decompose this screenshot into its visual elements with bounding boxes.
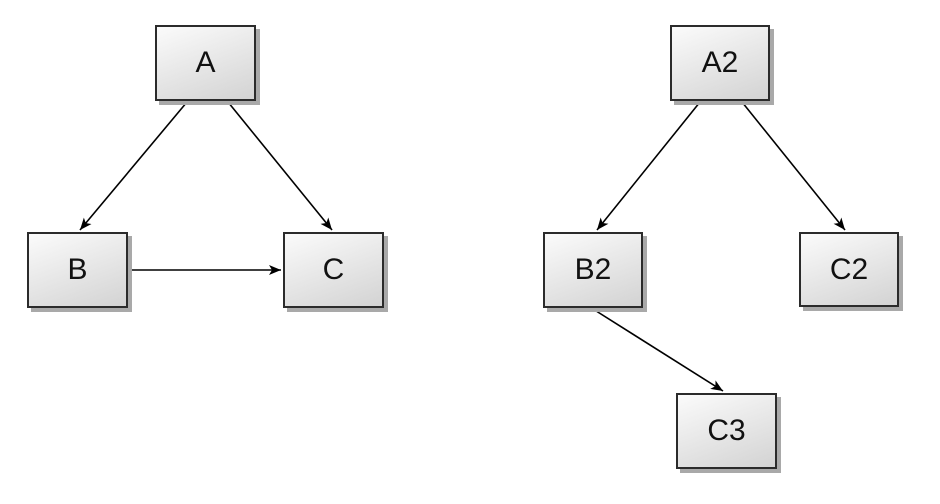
- left-graph-edges: [79, 101, 333, 275]
- edge-A-C[interactable]: [227, 101, 333, 231]
- node-C3[interactable]: C3: [676, 393, 777, 469]
- node-label: A: [195, 46, 216, 79]
- edge-B2-C3[interactable]: [592, 308, 724, 392]
- node-label: A2: [701, 46, 739, 79]
- node-label: C3: [707, 414, 746, 447]
- node-label: C: [322, 253, 345, 286]
- node-A2[interactable]: A2: [670, 25, 770, 101]
- node-A[interactable]: A: [155, 25, 256, 101]
- edge-A-B[interactable]: [79, 101, 188, 231]
- node-C2[interactable]: C2: [799, 232, 899, 307]
- edge-A2-B2[interactable]: [596, 101, 701, 231]
- node-label: C2: [829, 252, 869, 286]
- node-label: B2: [574, 253, 612, 286]
- right-graph-edges: [592, 101, 846, 392]
- node-label: B: [67, 253, 88, 286]
- node-B2[interactable]: B2: [543, 232, 643, 308]
- node-C[interactable]: C: [283, 232, 384, 308]
- edge-A2-C2[interactable]: [741, 101, 846, 231]
- node-B[interactable]: B: [27, 232, 128, 308]
